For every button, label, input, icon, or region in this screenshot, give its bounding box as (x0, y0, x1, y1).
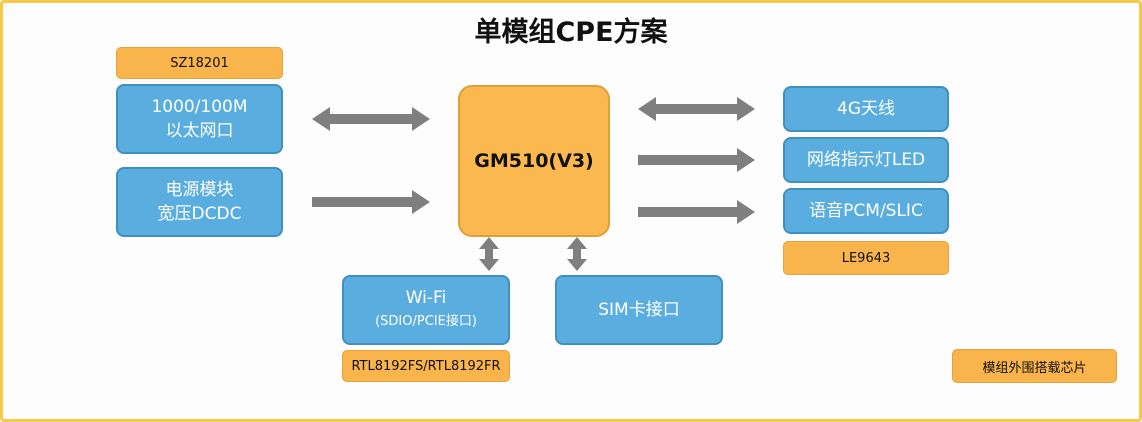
wifi-line-2: (SDIO/PCIE接口) (375, 314, 477, 329)
legend-label: 模组外围搭载芯片 (982, 360, 1087, 376)
sim-box: SIM卡接口 (555, 275, 723, 345)
wifi-chip-tag: RTL8192FS/RTL8192FR (342, 350, 510, 382)
voice-chip-tag: LE9643 (783, 241, 949, 275)
led-box: 网络指示灯LED (783, 137, 949, 183)
voice-label: 语音PCM/SLIC (809, 201, 923, 221)
wifi-line-1: Wi-Fi (405, 288, 447, 308)
antenna-box: 4G天线 (783, 86, 949, 132)
core-label: GM510(V3) (474, 150, 594, 172)
wifi-chip-label: RTL8192FS/RTL8192FR (351, 358, 501, 374)
ethernet-chip-label: SZ18201 (170, 55, 229, 71)
legend-tag: 模组外围搭载芯片 (952, 349, 1117, 383)
power-line-1: 电源模块 (165, 180, 234, 200)
core-led-arrow (638, 148, 755, 172)
power-module-box: 电源模块 宽压DCDC (116, 167, 283, 237)
power-core-arrow (312, 190, 430, 214)
core-sim-arrow (567, 237, 587, 271)
wifi-box: Wi-Fi (SDIO/PCIE接口) (342, 275, 510, 345)
diagram-title: 单模组CPE方案 (474, 17, 668, 48)
voice-chip-label: LE9643 (841, 250, 891, 266)
ethernet-chip-tag: SZ18201 (116, 47, 283, 79)
power-line-2: 宽压DCDC (157, 204, 242, 224)
core-voice-arrow (638, 200, 755, 224)
core-antenna-arrow (638, 97, 755, 121)
ethernet-line-1: 1000/100M (151, 97, 248, 117)
gm510-module-box: GM510(V3) (458, 85, 610, 237)
ethernet-core-arrow (312, 107, 430, 131)
ethernet-line-2: 以太网口 (165, 121, 234, 141)
led-label: 网络指示灯LED (806, 150, 926, 170)
core-wifi-arrow (479, 237, 499, 271)
sim-label: SIM卡接口 (598, 300, 680, 320)
voice-box: 语音PCM/SLIC (783, 188, 949, 234)
ethernet-port-box: 1000/100M 以太网口 (116, 84, 283, 154)
antenna-label: 4G天线 (837, 99, 895, 119)
